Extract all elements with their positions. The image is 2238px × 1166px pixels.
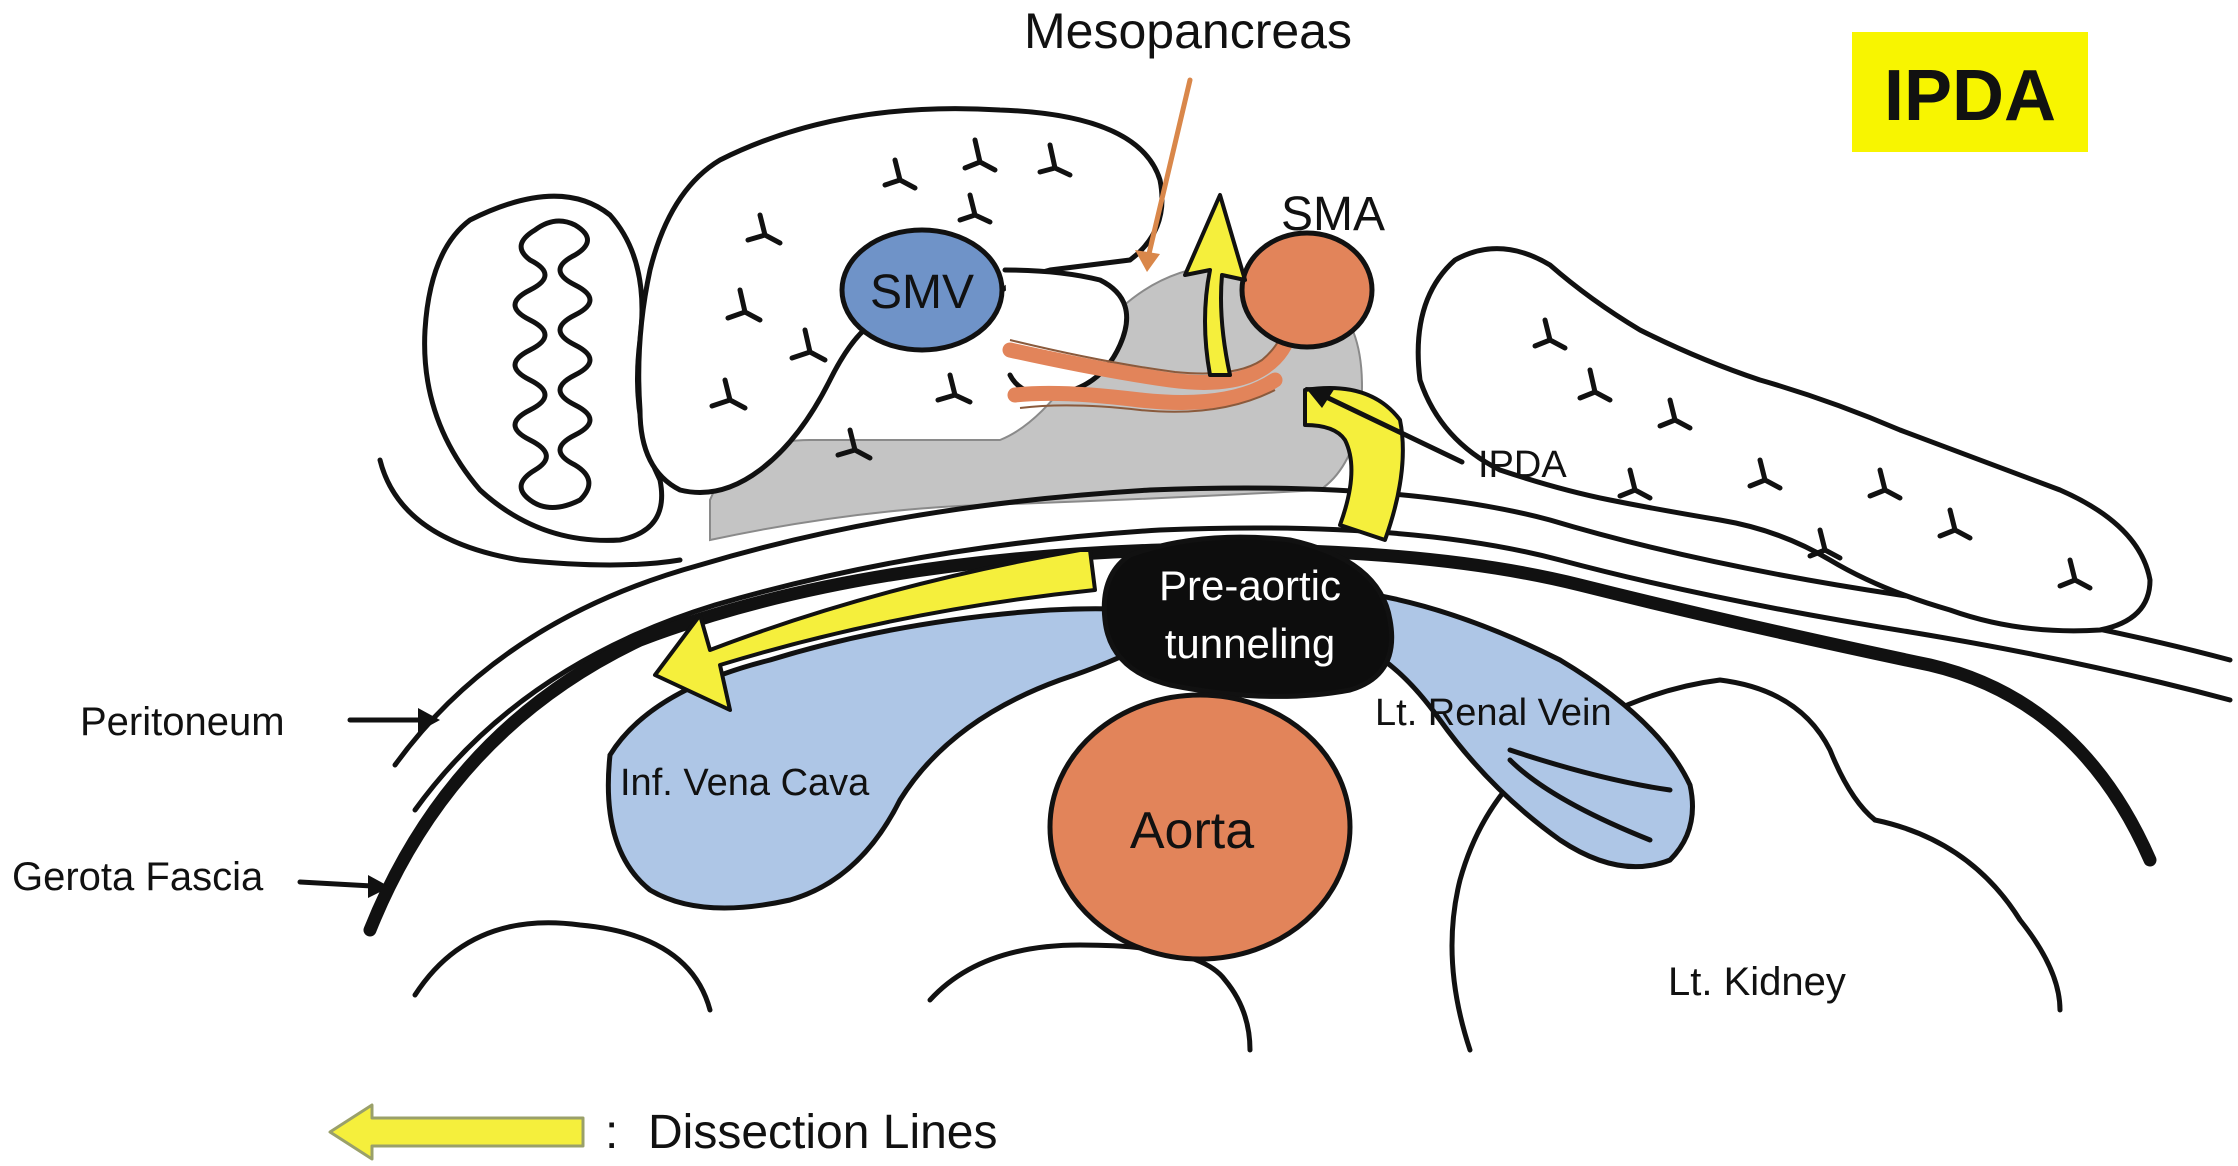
- pre-aortic-label-line2: tunneling: [1165, 620, 1335, 667]
- small-bowel-outline: [425, 196, 662, 540]
- gerota-pointer-line: [300, 882, 372, 886]
- legend-arrow-icon: [330, 1105, 583, 1159]
- pre-aortic-label-line1: Pre-aortic: [1159, 562, 1341, 609]
- sma-vessel: [1242, 233, 1372, 347]
- renal-vein-label: Lt. Renal Vein: [1375, 692, 1612, 734]
- kidney-label: Lt. Kidney: [1668, 960, 1846, 1004]
- legend: : Dissection Lines: [330, 1105, 998, 1159]
- gerota-fascia-label: Gerota Fascia: [12, 855, 264, 899]
- ipda-badge-text: IPDA: [1884, 56, 2056, 136]
- legend-text: Dissection Lines: [648, 1106, 998, 1159]
- kidney-lower-contour: [1875, 820, 2060, 1010]
- smv-label: SMV: [870, 266, 974, 319]
- mesopancreas-label: Mesopancreas: [1024, 3, 1352, 59]
- mesopancreas-leader-arrowhead: [1135, 250, 1160, 272]
- sma-label: SMA: [1281, 188, 1385, 241]
- aorta-label: Aorta: [1130, 802, 1254, 860]
- ipda-label: IPDA: [1478, 444, 1567, 486]
- peritoneum-label: Peritoneum: [80, 700, 285, 744]
- lower-left-organ-outline: [415, 923, 710, 1010]
- legend-colon: :: [605, 1106, 618, 1159]
- ivc-label: Inf. Vena Cava: [620, 762, 870, 804]
